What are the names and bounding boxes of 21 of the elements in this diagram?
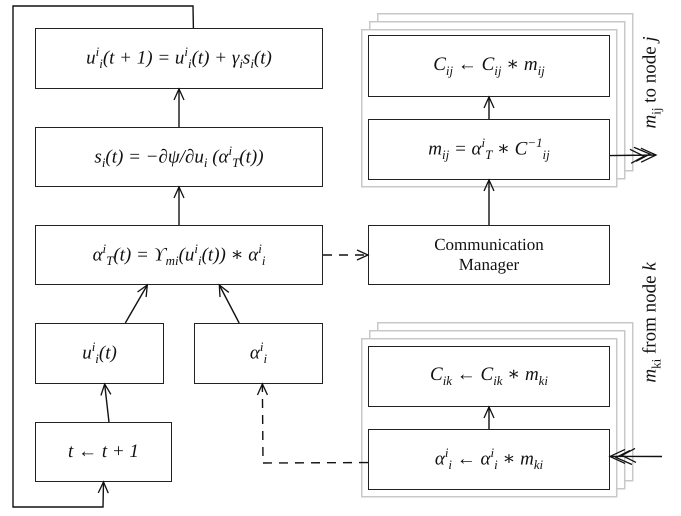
stacked-frame (361, 13, 634, 188)
process-box: Communication Manager (368, 225, 610, 285)
arrow (12, 5, 194, 508)
formula-box: s$_{i}$(t) = −∂ψ/∂u$_{i}$ (α$^{i}$$_{T}$(t)) (35, 127, 323, 187)
formula-box: α$^{i}$$_{i}$ ← α$^{i}$$_{i}$ ∗ m$_{ki}$ (368, 429, 610, 490)
arrow (218, 284, 240, 324)
formula-box: u$^{i}$$_{i}$(t + 1) = u$^{i}$$_{i}$(t) + γ$_{i}$s$_{i}$(t) (35, 28, 323, 89)
arrow (483, 406, 495, 429)
arrow (124, 284, 148, 324)
arrow (483, 96, 495, 119)
formula-box: t ← t + 1 (35, 422, 172, 482)
formula-box: C$_{ij}$ ← C$_{ij}$ ∗ m$_{ij}$ (368, 35, 610, 97)
arrow (173, 88, 185, 127)
arrow (173, 186, 185, 225)
arrow (100, 383, 112, 422)
arrow (483, 179, 495, 225)
formula-box: C$_{ik}$ ← C$_{ik}$ ∗ m$_{ki}$ (368, 346, 610, 407)
formula-box: u$^{i}$$_{i}$(t) (35, 323, 164, 384)
arrow (256, 383, 368, 464)
arrow (323, 249, 369, 261)
stacked-frame (361, 322, 634, 498)
